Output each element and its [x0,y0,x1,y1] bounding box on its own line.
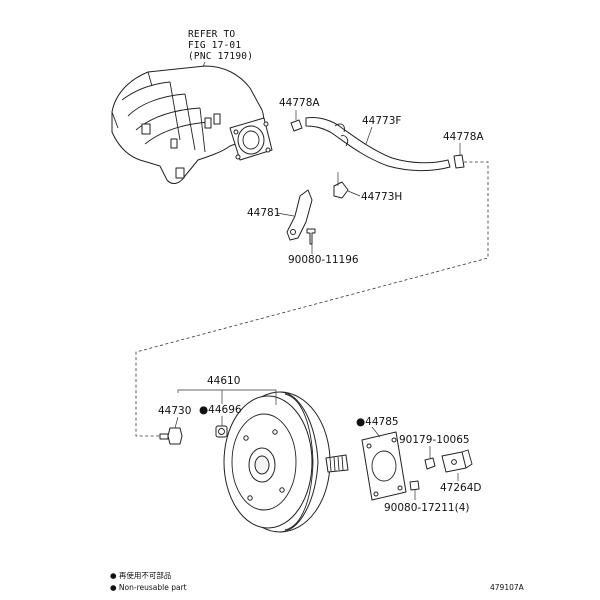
booster-face-ring [231,413,297,511]
legend-japanese: ● 再使用不可部品 [110,570,171,580]
check-valve-44730 [167,427,183,445]
gasket-hole-3 [397,485,403,491]
upper-leaders [276,110,461,254]
check-valve-nipple [159,433,169,440]
lower-leaders [174,389,459,500]
manifold-boss [141,123,151,135]
label-44696: ●44696 [199,404,242,416]
legend-english: ● Non-reusable part [110,583,187,592]
label-90179-10065: 90179-10065 [399,434,470,446]
nut-90080-17211 [409,480,420,491]
leader-44781 [276,212,295,217]
refer-line-3: (PNC 17190) [188,51,253,62]
manifold-stud [204,117,212,129]
booster-stud-4 [247,495,253,501]
flange-bolt-2 [263,121,269,127]
leader-44730 [174,416,179,429]
clip-44778a-right [453,154,465,169]
flange-bore-inner [242,130,260,150]
brake-booster [159,391,349,533]
label-44773f: 44773F [362,115,401,127]
label-44773h: 44773H [361,191,402,203]
booster-rim-line [284,393,314,531]
gasket-bore [371,450,397,482]
flange-bolt [233,129,239,135]
label-47264d: 47264D [440,482,482,494]
label-90080-17211: 90080-17211(4) [384,502,469,514]
throttle-flange [229,117,273,161]
clevis-side [461,449,473,469]
gasket-44785 [361,431,407,501]
label-44781: 44781 [247,207,280,219]
grommet-44696 [215,425,228,438]
gasket-hole-4 [373,491,379,497]
hose-44773f [305,117,451,172]
hardware-right [409,449,473,491]
hose-twist [334,123,349,147]
label-44785: ●44785 [356,416,399,428]
hose-connection-dashed-line [135,161,489,437]
leader-44773h [347,190,361,197]
label-44778a-upper: 44778A [279,97,320,109]
booster-stud [243,435,249,441]
bracket-44781 [286,189,316,245]
nut-90179-10065 [424,457,436,470]
bracket-hole [290,229,296,235]
gasket-hole [366,443,372,449]
intake-manifold [111,65,265,184]
manifold-boss-2 [170,138,178,149]
booster-stud-3 [279,487,285,493]
refer-line-2: FIG 17-01 [188,40,241,51]
label-44778a-right: 44778A [443,131,484,143]
gasket-plate [361,431,407,501]
part-labels: 44778A 44773F 44778A 44773H 44781 90080-… [158,97,484,514]
pushrod-threads [329,455,344,472]
grommet-bore [218,428,225,435]
bracket-44610 [177,389,277,405]
leader-44785 [371,426,381,438]
bracket-body [286,189,313,241]
manifold-stud-2 [213,113,221,125]
booster-pushrod [325,454,349,473]
booster-hub-inner [254,455,270,475]
clip-44778a-upper [290,119,303,132]
vacuum-hose-assembly [290,117,465,199]
clevis-hole [451,459,457,465]
flange-bolt-3 [265,147,271,153]
label-90080-11196: 90080-11196 [288,254,359,266]
leader-44773f [365,126,373,145]
manifold-foot [175,167,185,179]
manifold-edges [111,71,153,129]
legend: ● 再使用不可部品 ● Non-reusable part [110,570,187,592]
label-44610: 44610 [207,375,240,387]
manifold-runners [121,81,211,145]
clip-44773h [333,181,349,199]
gasket-hole-2 [391,437,397,443]
manifold-ribs [169,81,206,153]
flange-bore [237,125,265,155]
refer-line-1: REFER TO [188,29,235,40]
figure-id: 479107A [490,583,525,592]
flange-bolt-4 [235,154,241,160]
bolt-90080-11196 [306,228,316,245]
label-44730: 44730 [158,405,191,417]
booster-stud-2 [272,429,278,435]
